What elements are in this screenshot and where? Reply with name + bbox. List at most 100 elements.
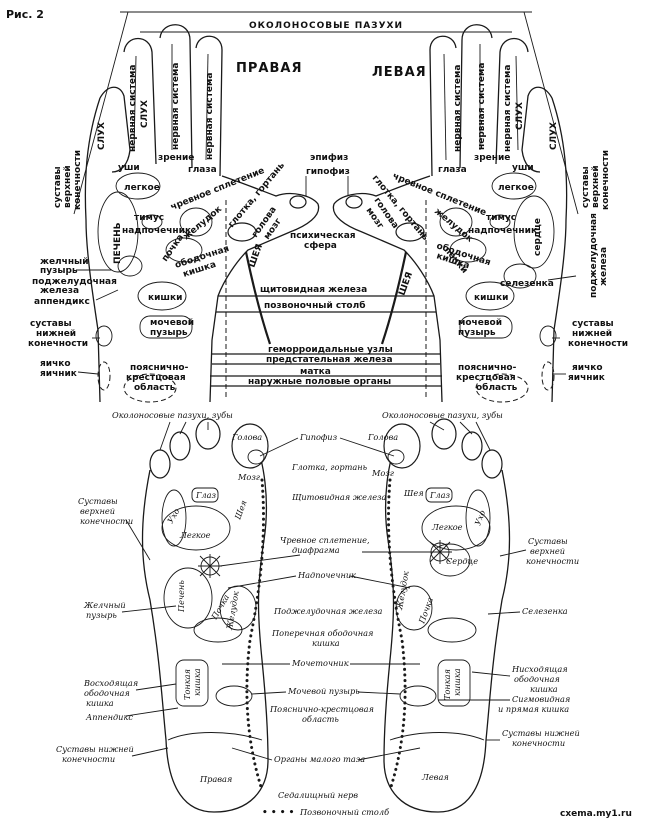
lf-joints-upper-3: конечности: [526, 556, 579, 566]
rh-lumbosacral-2: крестцовая: [126, 373, 186, 383]
lh-ears: уши: [512, 163, 534, 173]
lf-sigmoid-1: Сигмовидная: [512, 694, 570, 704]
rf-ascending-3: кишка: [86, 698, 114, 708]
lh-bladder-1: мочевой: [458, 318, 502, 328]
lf-spleen: Селезенка: [522, 606, 568, 616]
lf-joints-upper-2: верхней: [530, 546, 565, 556]
rh-gallbladder-2: пузырь: [40, 266, 78, 276]
feet-ureters: Мочеточник: [291, 658, 349, 668]
lh-lumbosacral-2: крестцовая: [456, 373, 516, 383]
rh-nervous-1: нервная система: [128, 65, 138, 152]
lh-joints-upper-2: верхней: [591, 165, 601, 208]
lh-pancreas-1: поджелудочная: [589, 213, 599, 298]
hand-diagram: ОКОЛОНОСОВЫЕ ПАЗУХИ ПРАВАЯ ЛЕВАЯ: [28, 11, 628, 403]
rh-bladder-1: мочевой: [150, 318, 194, 328]
hands-center: эпифиз гипофиз психическая сфера щитовид…: [210, 153, 442, 398]
feet-hypophysis: Гипофиз: [299, 432, 338, 442]
hands-sinuses-header: ОКОЛОНОСОВЫЕ ПАЗУХИ: [249, 21, 403, 31]
rf-joints-lower-1: Суставы нижней: [56, 744, 134, 754]
rh-lung: легкое: [124, 183, 160, 193]
figure-label: Рис. 2: [6, 8, 44, 21]
right-hand-title: ПРАВАЯ: [236, 61, 302, 76]
rf-neck: Шея: [232, 499, 248, 522]
lf-descending-3: кишка: [530, 684, 558, 694]
rh-pancreas-2: железа: [40, 286, 79, 296]
lh-joints-upper-1: суставы: [581, 166, 591, 208]
lh-intestines: кишки: [474, 293, 508, 303]
rf-ascending-1: Восходящая: [83, 678, 138, 688]
rf-joints-lower-2: конечности: [62, 754, 115, 764]
rh-joints-lower-1: суставы: [30, 319, 72, 329]
rf-gallbladder-1: Желчный: [83, 600, 126, 610]
center-uterus: матка: [300, 367, 331, 377]
rh-joints-upper-2: верхней: [63, 165, 73, 208]
rf-sole: Правая: [199, 774, 232, 784]
rh-adrenal: надпочечник: [122, 226, 191, 236]
lf-joints-lower-2: конечности: [512, 738, 565, 748]
feet-center: Околоносовые пазухи, зубы Околоносовые п…: [112, 410, 503, 818]
feet-thyroid: Щитовидная железа: [292, 492, 387, 502]
feet-sinuses-left: Околоносовые пазухи, зубы: [382, 410, 503, 420]
rf-head: Голова: [231, 432, 262, 442]
rf-liver: Печень: [176, 580, 186, 613]
left-hand-title: ЛЕВАЯ: [372, 65, 427, 80]
lf-eye: Глаз: [429, 490, 451, 500]
lh-nervous-3: нервная система: [503, 65, 513, 152]
lh-nervous-2: нервная система: [477, 63, 487, 150]
feet-spine-legend: Позвоночный столб: [299, 807, 390, 817]
lf-sole: Левая: [421, 772, 449, 782]
rh-eyes: глаза: [188, 165, 217, 175]
lf-brain: Мозг: [371, 468, 395, 478]
rh-liver: ПЕЧЕНЬ: [113, 222, 123, 264]
lf-ear: Ухо: [472, 509, 487, 527]
rh-appendix: аппендикс: [34, 297, 90, 307]
lf-stomach: Желудок: [394, 570, 411, 611]
lh-lung: легкое: [498, 183, 534, 193]
lf-joints-lower-1: Суставы нижней: [502, 728, 580, 738]
rf-eye: Глаз: [195, 490, 217, 500]
lf-neck: Шея: [403, 488, 424, 498]
lh-ovary: яичник: [568, 373, 605, 383]
lh-hearing: СЛУХ: [549, 122, 559, 150]
feet-spine-legend-dots: • • • •: [262, 808, 294, 818]
lf-descending-1: Нисходящая: [511, 664, 568, 674]
rf-appendix: Аппендикс: [85, 712, 133, 722]
left-foot: Голова Мозг Глаз Шея Ухо Легкое Сердце Ж…: [367, 418, 580, 813]
lh-eyes: глаза: [438, 165, 467, 175]
lf-sigmoid-2: и прямая кишка: [498, 704, 569, 714]
feet-transverse-1: Поперечная ободочная: [271, 628, 373, 638]
lh-nervous-1: нервная система: [453, 65, 463, 152]
lh-hearing-2: СЛУХ: [515, 102, 525, 130]
center-hypophysis: гипофиз: [306, 167, 350, 177]
feet-pelvic: Органы малого таза: [274, 754, 365, 764]
rh-lumbosacral-1: пояснично-: [130, 363, 189, 373]
rh-nervous-2: нервная система: [171, 63, 181, 150]
center-epiphysis: эпифиз: [310, 153, 348, 163]
center-hemorrhoids: геморроидальные узлы: [268, 345, 393, 355]
lh-lumbosacral-3: область: [476, 382, 518, 393]
center-spine: позвоночный столб: [264, 300, 366, 311]
lh-joints-lower-3: конечности: [568, 339, 628, 349]
center-prostate: предстательная железа: [266, 355, 393, 365]
feet-pancreas: Поджелудочная железа: [273, 606, 383, 616]
lf-lung: Легкое: [431, 522, 463, 532]
lf-joints-upper-1: Суставы: [528, 536, 568, 546]
lh-vision: зрение: [474, 153, 510, 163]
lh-adrenal: надпочечник: [468, 226, 537, 236]
lh-joints-lower-1: суставы: [572, 319, 614, 329]
rh-vision: зрение: [158, 153, 194, 163]
lh-joints-lower-2: нижней: [572, 329, 612, 339]
rf-brain: Мозг: [237, 472, 261, 482]
center-psychic-1: психическая: [290, 231, 356, 241]
rh-hearing: СЛУХ: [97, 122, 107, 150]
lh-testicle: яичко: [572, 363, 603, 373]
feet-bladder: Мочевой пузырь: [287, 686, 360, 696]
rh-pancreas-1: поджелудочная: [32, 277, 117, 287]
rh-thymus: тимус: [134, 213, 164, 223]
rf-gallbladder-2: пузырь: [86, 610, 117, 620]
rf-lung: Легкое: [179, 530, 211, 540]
feet-adrenal: Надпочечник: [297, 570, 356, 580]
lh-joints-upper-3: конечности: [601, 150, 611, 210]
lh-thymus: тимус: [486, 213, 516, 223]
